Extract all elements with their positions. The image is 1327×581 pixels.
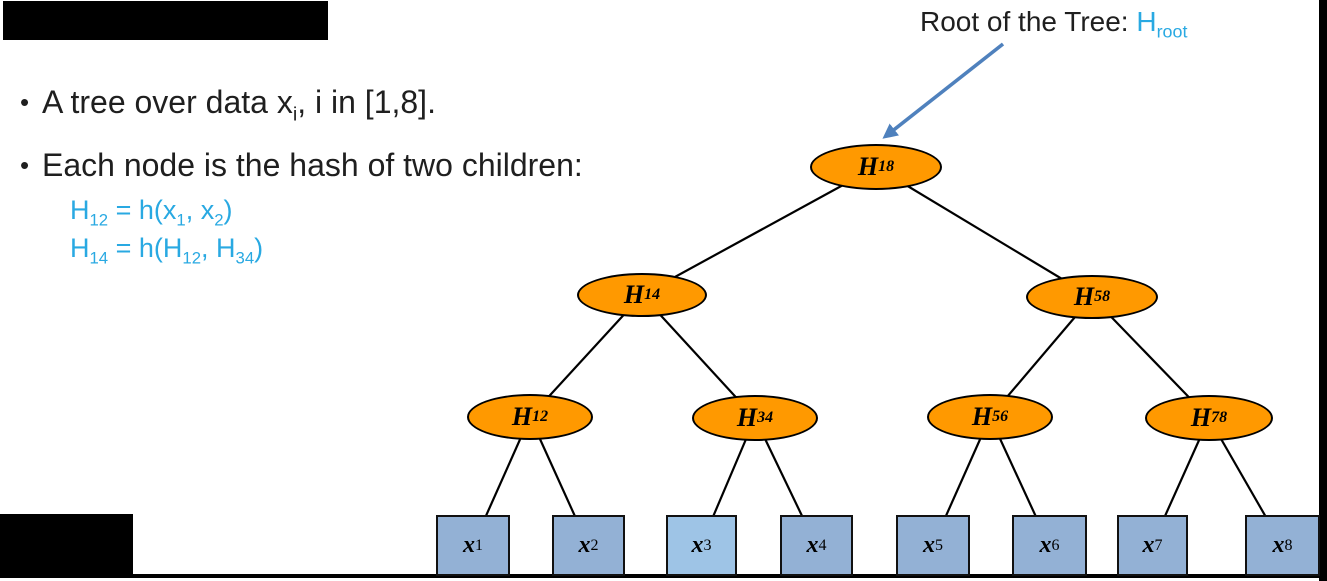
root-hash-label: Hroot <box>1136 6 1188 42</box>
bullet-text: A tree over data xi, i in [1,8]. <box>42 84 436 126</box>
redacted-footer-block <box>0 514 133 576</box>
bullet-glyph: • <box>20 150 30 180</box>
formula-h12: H12 = h(x1, x2) <box>70 195 233 230</box>
bullet-text: Each node is the hash of two children: <box>42 147 583 183</box>
root-annotation-label: Root of the Tree: <box>920 6 1137 37</box>
bullet-item-tree-over-data: • A tree over data xi, i in [1,8]. <box>20 84 436 126</box>
redacted-title-block <box>3 1 328 40</box>
bullet-glyph: • <box>20 87 30 117</box>
slide-bottom-border <box>0 574 1327 578</box>
bullet-item-each-node-hash: • Each node is the hash of two children: <box>20 147 583 184</box>
root-annotation: Root of the Tree: Hroot <box>920 6 1188 42</box>
slide-right-border <box>1319 0 1327 581</box>
formula-h14: H14 = h(H12, H34) <box>70 233 264 268</box>
